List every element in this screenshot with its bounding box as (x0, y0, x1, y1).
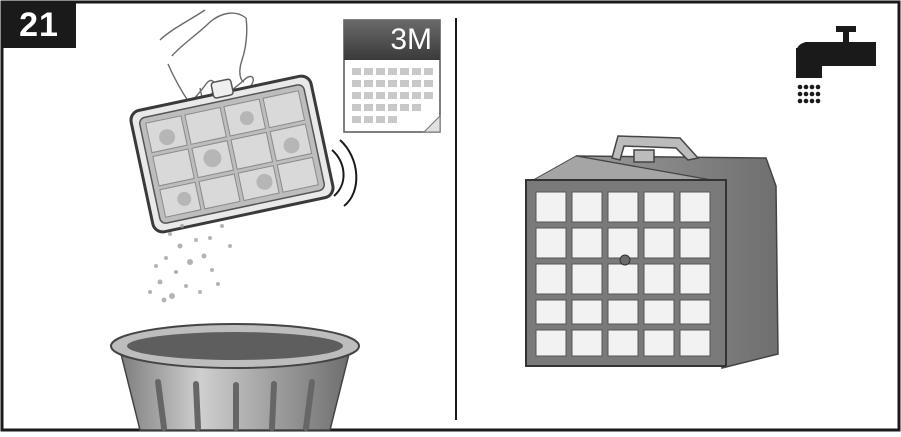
dirty-filter (129, 74, 335, 234)
shake-motion-marks (331, 139, 358, 207)
clean-filter (525, 135, 779, 369)
dust-particles (148, 224, 232, 303)
calendar-icon (343, 19, 441, 133)
trash-bin (110, 323, 360, 431)
water-tap-icon (796, 26, 876, 104)
step-number-badge: 21 (2, 2, 76, 48)
calendar-interval-label: 3M (390, 23, 432, 56)
